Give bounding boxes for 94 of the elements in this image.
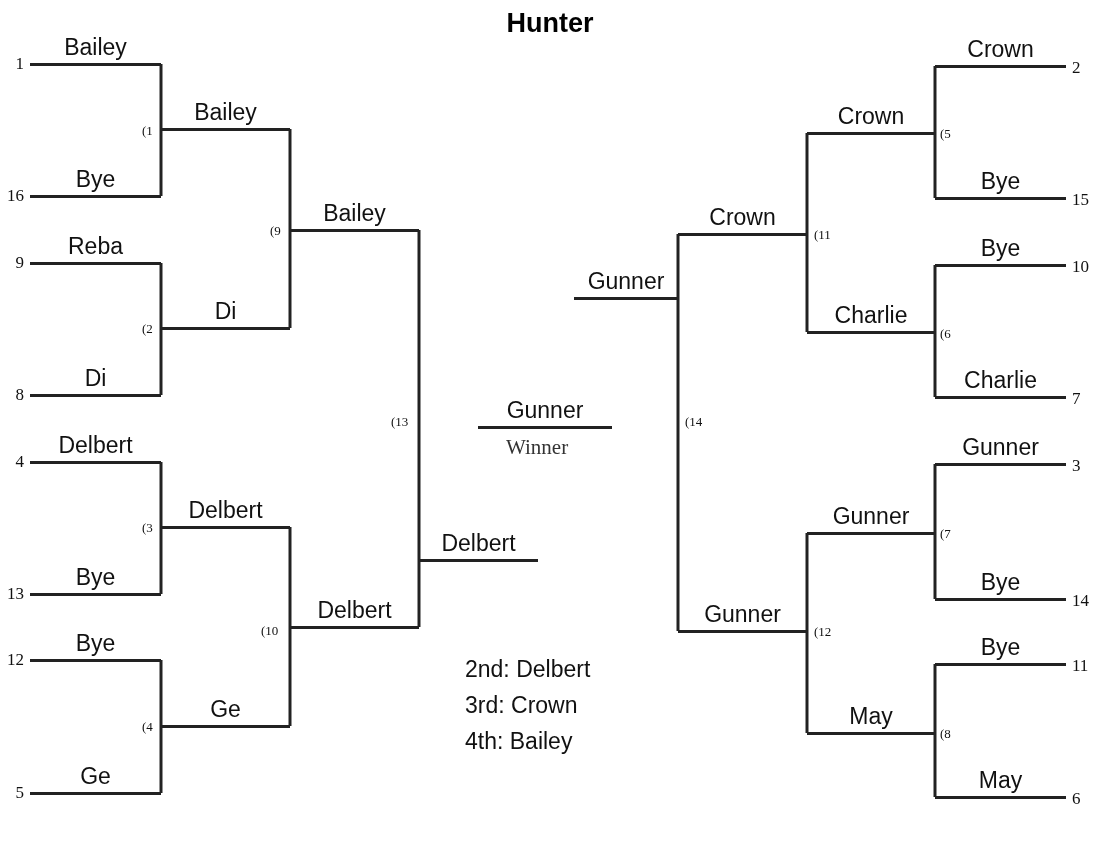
player-name: Bye — [980, 571, 1021, 594]
player-name: Bailey — [64, 36, 127, 59]
bracket-line — [805, 133, 809, 234]
player-name: Bye — [980, 636, 1021, 659]
game-number: (4 — [142, 720, 153, 733]
bracket-line — [159, 660, 163, 726]
bracket-line — [676, 298, 680, 631]
bracket-line — [288, 129, 292, 230]
bracket-line — [159, 263, 163, 328]
bracket-line — [417, 230, 421, 560]
seed-number: 10 — [1072, 258, 1089, 275]
game-number: (9 — [270, 224, 281, 237]
bracket-line — [933, 733, 937, 797]
bracket-line — [933, 464, 937, 533]
player-name: Bailey — [194, 101, 257, 124]
bracket-line — [933, 533, 937, 599]
seed-number: 15 — [1072, 191, 1089, 208]
bracket-line — [933, 66, 937, 133]
player-name: Delbert — [58, 434, 133, 457]
game-number: (12 — [814, 625, 832, 638]
bracket-line — [933, 664, 937, 733]
player-name: Crown — [967, 38, 1034, 61]
seed-number: 5 — [15, 784, 24, 801]
player-name: Bye — [980, 170, 1021, 193]
player-name: Gunner — [832, 505, 910, 528]
bracket-line — [288, 230, 292, 328]
bracket-line — [159, 129, 163, 196]
bracket-line — [288, 527, 292, 627]
bracket-line — [805, 234, 809, 332]
player-name: Delbert — [188, 499, 263, 522]
game-number: (11 — [814, 228, 831, 241]
game-number: (7 — [940, 527, 951, 540]
game-number: (14 — [685, 415, 703, 428]
player-name: Bailey — [323, 202, 386, 225]
seed-number: 7 — [1072, 390, 1081, 407]
bracket-line — [933, 332, 937, 397]
bracket-line — [933, 265, 937, 332]
seed-number: 1 — [15, 55, 24, 72]
placing-text: 3rd: Crown — [465, 694, 578, 717]
bracket-line — [805, 631, 809, 733]
player-name: Charlie — [964, 369, 1037, 392]
seed-number: 11 — [1072, 657, 1089, 674]
bracket-line — [159, 462, 163, 527]
seed-number: 14 — [1072, 592, 1089, 609]
seed-number: 2 — [1072, 59, 1081, 76]
game-number: (6 — [940, 327, 951, 340]
player-name: Crown — [837, 105, 905, 128]
bracket-line — [933, 133, 937, 198]
bracket-line — [159, 527, 163, 594]
player-name: Charlie — [834, 304, 908, 327]
player-name: Di — [84, 367, 107, 390]
seed-number: 4 — [15, 453, 24, 470]
player-name: Ge — [210, 698, 241, 721]
player-name: Di — [214, 300, 237, 323]
player-name: Gunner — [962, 436, 1039, 459]
bracket-title: Hunter — [505, 8, 595, 39]
bracket-line — [676, 234, 680, 298]
seed-number: 6 — [1072, 790, 1081, 807]
player-name: Reba — [68, 235, 123, 258]
game-number: (2 — [142, 322, 153, 335]
bracket-line — [159, 64, 163, 129]
winner-caption: Winner — [506, 437, 569, 458]
bracket-line — [805, 533, 809, 631]
player-name: Bye — [980, 237, 1021, 260]
player-name: May — [978, 769, 1023, 792]
seed-number: 3 — [1072, 457, 1081, 474]
game-number: (10 — [261, 624, 279, 637]
game-number: (3 — [142, 521, 153, 534]
game-number: (8 — [940, 727, 951, 740]
bracket-line — [159, 328, 163, 395]
game-number: (1 — [142, 124, 153, 137]
player-name: Gunner — [587, 270, 665, 293]
placing-text: 4th: Bailey — [465, 730, 573, 753]
bracket-line — [159, 726, 163, 793]
player-name: Bye — [75, 168, 116, 191]
game-number: (13 — [391, 415, 409, 428]
placing-text: 2nd: Delbert — [465, 658, 591, 681]
seed-number: 8 — [15, 386, 24, 403]
bracket-line — [288, 627, 292, 726]
seed-number: 16 — [7, 187, 24, 204]
player-name: Gunner — [506, 399, 584, 422]
player-name: Crown — [709, 206, 776, 229]
player-name: Bye — [75, 566, 116, 589]
player-name: Gunner — [704, 603, 781, 626]
player-name: May — [849, 705, 893, 728]
seed-number: 12 — [7, 651, 24, 668]
bracket-line — [417, 560, 421, 627]
player-name: Delbert — [441, 532, 516, 555]
player-name: Delbert — [317, 599, 392, 622]
player-name: Ge — [80, 765, 111, 788]
player-name: Bye — [75, 632, 116, 655]
seed-number: 9 — [15, 254, 24, 271]
seed-number: 13 — [7, 585, 24, 602]
game-number: (5 — [940, 127, 951, 140]
